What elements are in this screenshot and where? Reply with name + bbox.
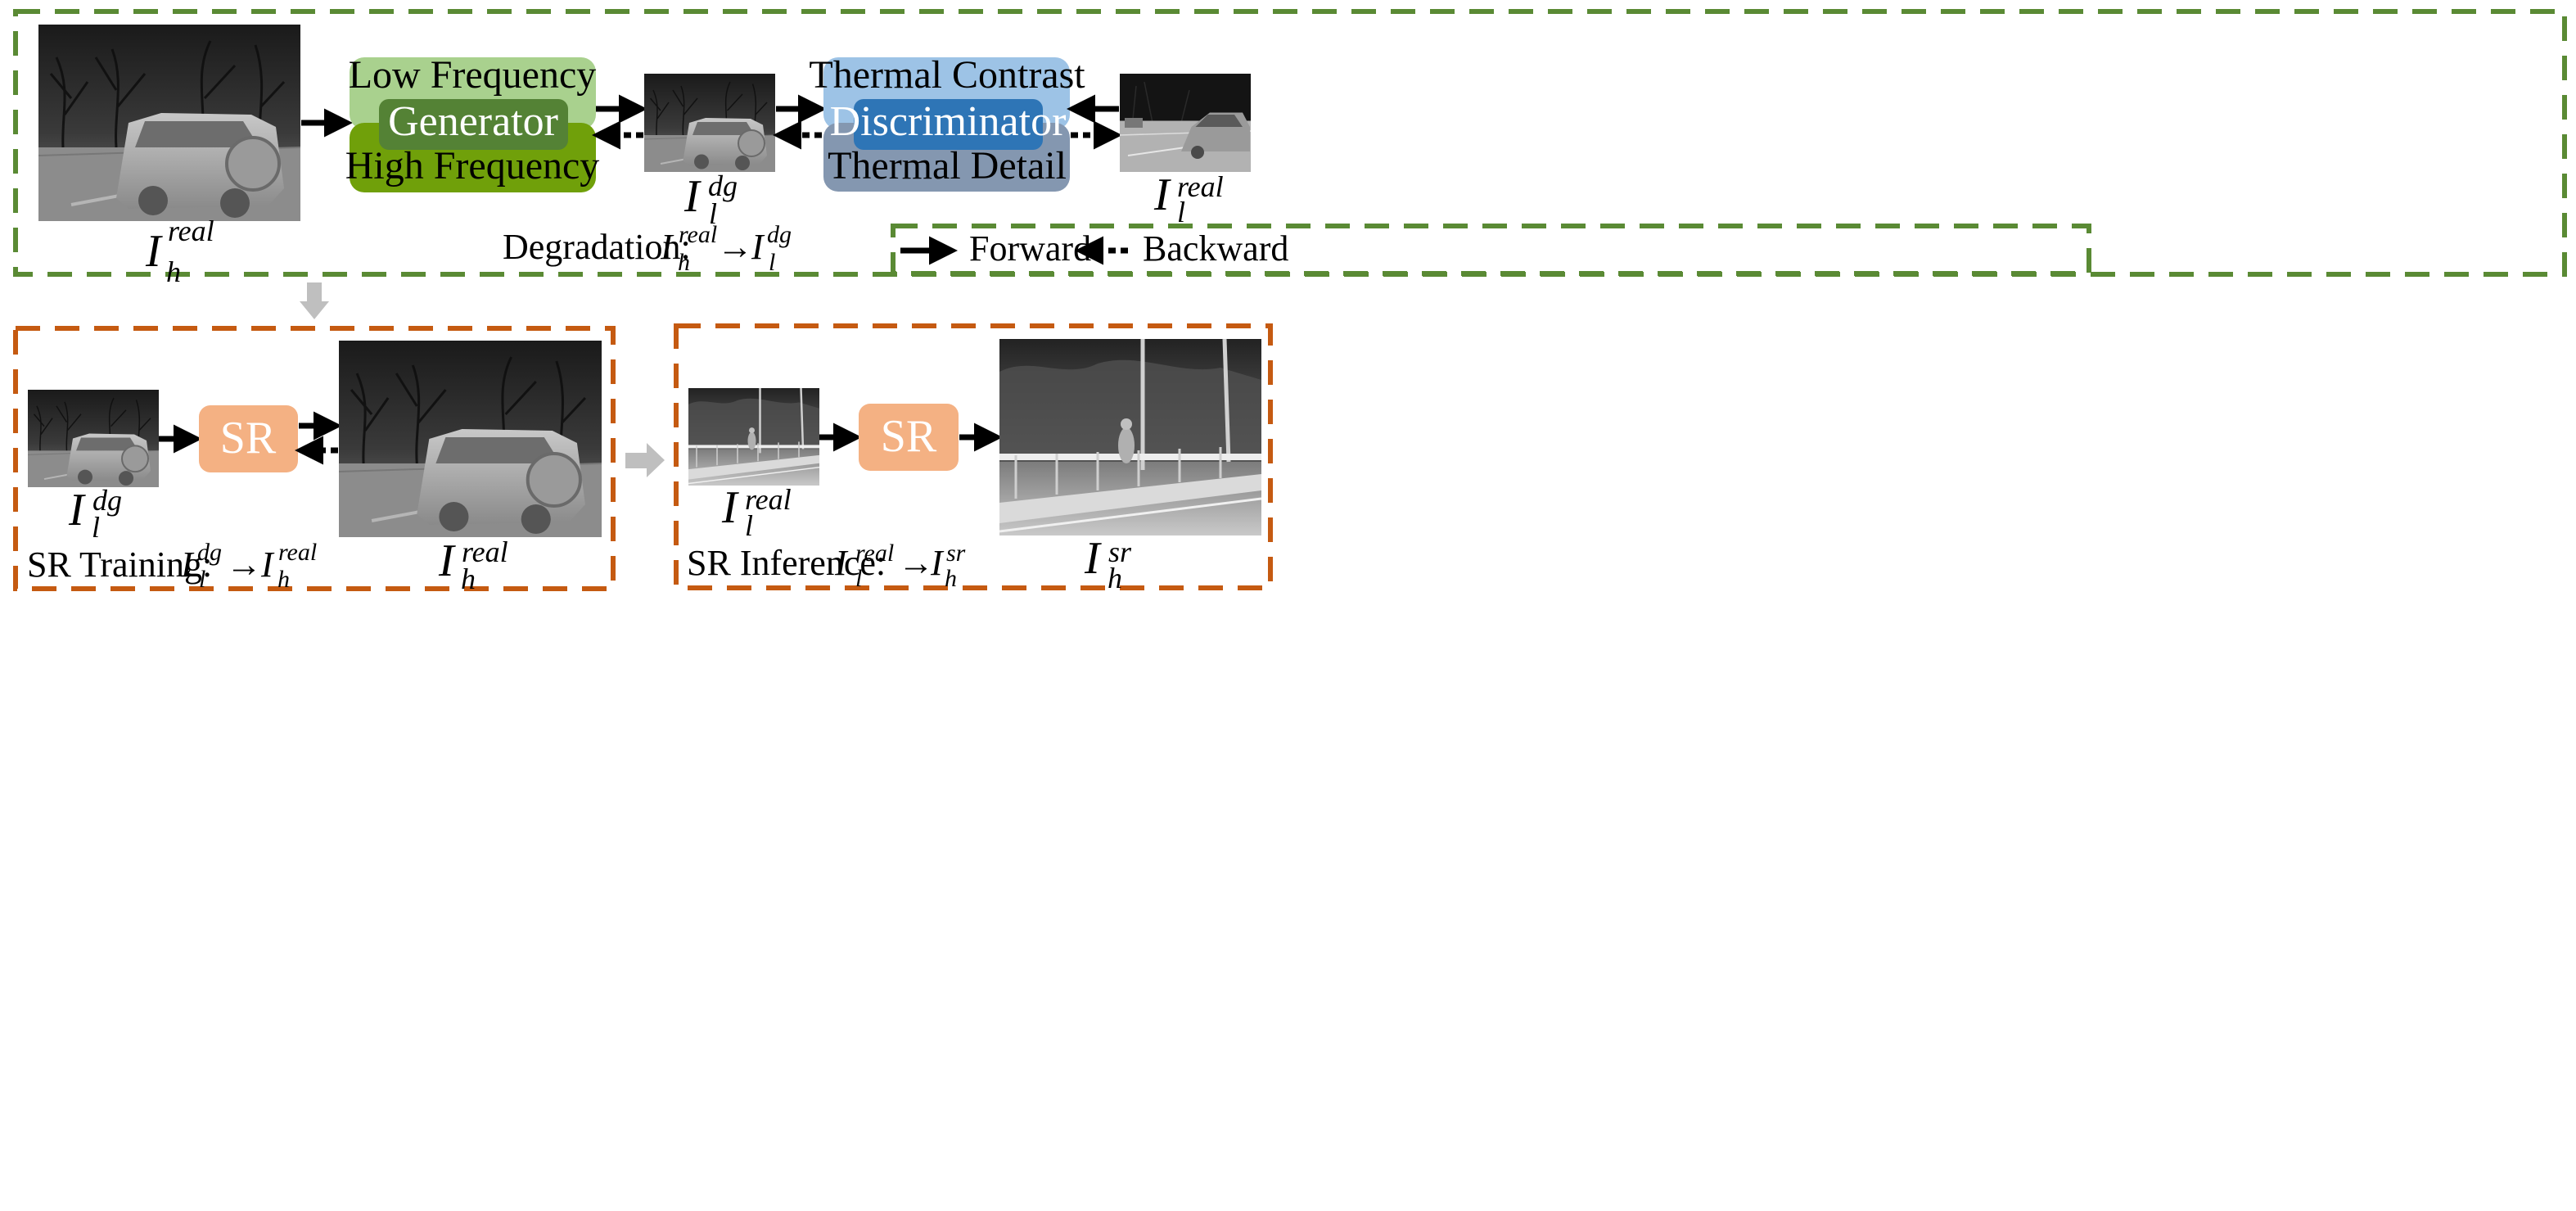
gray-arrow-right	[625, 443, 665, 477]
math-sub-h: h	[166, 255, 181, 288]
svg-text:I: I	[68, 485, 86, 535]
degradation-frame	[13, 9, 2567, 277]
svg-text:I: I	[660, 227, 674, 267]
label-hr-real: I real h	[145, 215, 214, 288]
image-inference-lr-real	[688, 388, 819, 486]
image-lr-real	[1120, 74, 1251, 172]
sr-inference-caption-prefix: SR Inference:	[687, 543, 886, 583]
svg-text:h: h	[461, 563, 476, 595]
image-inference-hr-sr	[999, 339, 1261, 535]
sr-training-caption-prefix: SR Training:	[27, 544, 212, 585]
label-inference-hr-sr: I sr h	[1084, 533, 1132, 594]
svg-text:l: l	[1177, 196, 1185, 228]
sr-inference-block	[859, 404, 959, 471]
image-training-hr-real	[339, 341, 602, 537]
discriminator-top-label: Thermal Contrast	[809, 53, 1085, 97]
degradation-caption: Degradation: I real h → I dg l	[503, 221, 792, 276]
svg-text:real: real	[278, 539, 317, 566]
image-hr-real	[38, 25, 300, 221]
svg-text:h: h	[678, 249, 690, 276]
svg-text:I: I	[145, 226, 163, 277]
svg-text:real: real	[462, 535, 508, 568]
generator-center-label: Generator	[388, 98, 558, 145]
sr-inference-caption: SR Inference: I real l → I sr h	[687, 540, 966, 592]
legend-backward-label: Backward	[1143, 228, 1288, 269]
label-lr-dg: I dg l	[683, 169, 738, 230]
sr-training-caption: SR Training: I dg l → I real h	[27, 539, 317, 593]
svg-text:I: I	[1153, 169, 1171, 220]
svg-text:h: h	[166, 255, 181, 288]
label-training-hr-real: I real h	[438, 535, 508, 595]
svg-text:l: l	[92, 511, 100, 544]
label-lr-real: I real l	[1153, 169, 1224, 228]
generator-bottom-label: High Frequency	[345, 144, 600, 188]
sr-training-block-label: SR	[220, 413, 277, 463]
math-I: I	[145, 226, 163, 277]
image-lr-dg	[644, 74, 775, 172]
generator-top-label: Low Frequency	[349, 53, 597, 97]
degradation-caption-prefix: Degradation:	[503, 227, 691, 267]
discriminator-center-box	[854, 99, 1043, 150]
svg-text:h: h	[945, 565, 957, 592]
math-sup-real: real	[168, 215, 214, 247]
svg-text:I: I	[260, 544, 275, 585]
discriminator-bottom-label: Thermal Detail	[828, 144, 1067, 188]
svg-text:dg: dg	[92, 484, 122, 517]
legend: Forward Backward	[891, 224, 2091, 276]
svg-text:sr: sr	[1108, 535, 1132, 568]
svg-text:real: real	[168, 215, 214, 247]
legend-frame	[891, 224, 2091, 276]
svg-text:I: I	[180, 544, 195, 585]
discriminator-block: Thermal Contrast Discriminator Thermal D…	[809, 53, 1085, 192]
svg-text:→: →	[717, 227, 753, 267]
svg-text:I: I	[721, 482, 739, 533]
svg-text:l: l	[745, 509, 753, 542]
svg-text:I: I	[751, 227, 765, 267]
svg-text:real: real	[745, 483, 792, 516]
svg-text:dg: dg	[197, 539, 222, 566]
generator-center-box	[379, 99, 568, 150]
svg-text:I: I	[834, 543, 849, 583]
svg-text:h: h	[1108, 562, 1122, 594]
label-inference-lr-real: I real l	[721, 482, 792, 542]
svg-text:real: real	[855, 540, 894, 567]
svg-text:l: l	[709, 197, 717, 230]
svg-text:h: h	[277, 566, 290, 593]
svg-text:→: →	[226, 544, 262, 585]
discriminator-center-label: Discriminator	[830, 98, 1067, 145]
svg-text:real: real	[679, 221, 717, 248]
sr-inference-frame	[674, 323, 1273, 590]
svg-text:I: I	[930, 543, 945, 583]
svg-text:l: l	[199, 566, 205, 593]
sr-training-block	[199, 405, 298, 472]
svg-text:sr: sr	[946, 540, 966, 567]
svg-text:dg: dg	[767, 221, 792, 248]
sr-inference-block-label: SR	[881, 411, 937, 462]
svg-text:real: real	[1177, 170, 1224, 203]
svg-text:I: I	[438, 535, 456, 586]
sr-training-frame	[13, 326, 616, 591]
svg-text:l: l	[855, 565, 862, 592]
svg-text:l: l	[769, 249, 775, 276]
legend-forward-label: Forward	[969, 228, 1091, 269]
label-training-lr-dg: I dg l	[68, 484, 122, 544]
svg-text:→: →	[898, 543, 934, 583]
image-training-lr-dg	[28, 390, 159, 487]
generator-block: Low Frequency Generator High Frequency	[345, 53, 600, 192]
gray-arrow-down	[300, 282, 329, 319]
svg-text:dg: dg	[708, 169, 738, 202]
svg-text:I: I	[1084, 533, 1102, 584]
svg-text:I: I	[683, 171, 702, 222]
